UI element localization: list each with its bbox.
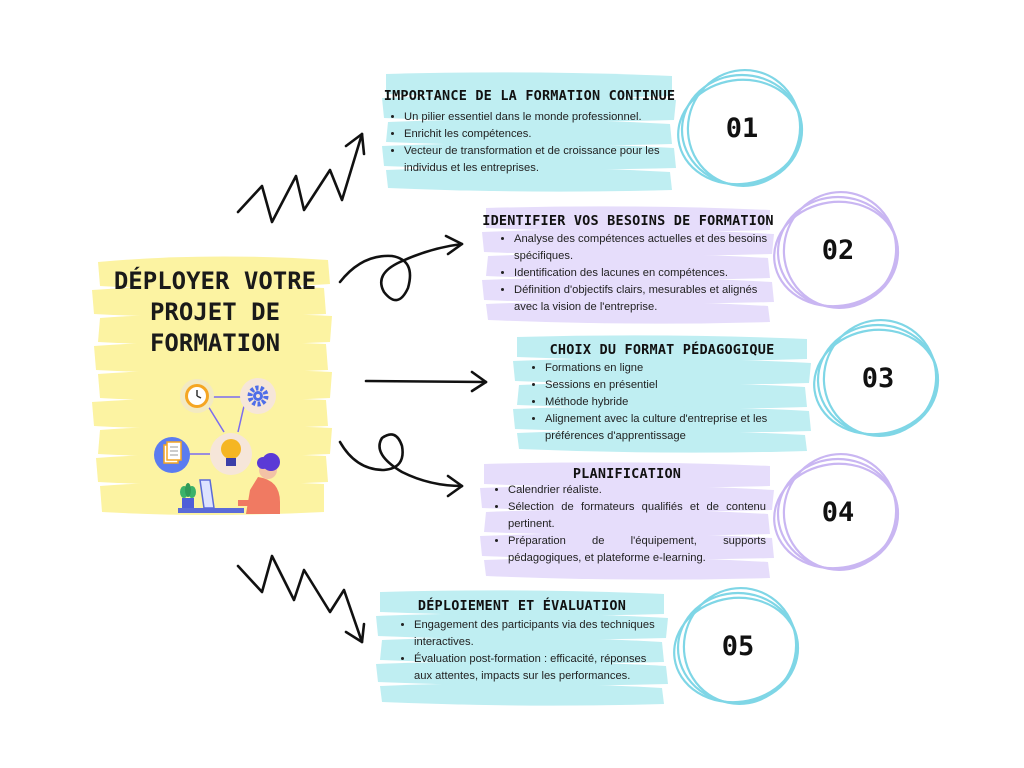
step-number-1: 01: [725, 113, 759, 144]
list-item: Alignement avec la culture d'entreprise …: [545, 411, 807, 445]
step-items: Analyse des compétences actuelles et des…: [496, 231, 776, 316]
step-items: Un pilier essentiel dans le monde profes…: [386, 109, 686, 177]
step-card-5: Déploiement et évaluation Engagement des…: [376, 588, 668, 706]
clock-icon: [180, 379, 214, 413]
arrow-step-2: [338, 242, 464, 302]
ring-05: [673, 586, 800, 706]
lightbulb-icon: [210, 433, 252, 475]
list-item: Formations en ligne: [545, 360, 807, 377]
list-item: Calendrier réaliste.: [508, 482, 766, 499]
ring-03: [813, 318, 940, 438]
list-item: Préparation de l'équipement, supports pé…: [508, 533, 766, 567]
step-number-3: 03: [861, 363, 895, 394]
step-items: Calendrier réaliste. Sélection de format…: [490, 482, 766, 567]
gear-icon: [240, 378, 276, 414]
list-item: Sessions en présentiel: [545, 377, 807, 394]
step-items: Engagement des participants via des tech…: [396, 617, 662, 685]
step-card-2: Identifier vos besoins de formation Anal…: [482, 204, 774, 324]
list-item: Un pilier essentiel dans le monde profes…: [404, 109, 686, 126]
arrow-step-5: [236, 554, 364, 644]
step-card-3: Choix du format pédagogique Formations e…: [513, 333, 811, 453]
list-item: Identification des lacunes en compétence…: [514, 265, 776, 282]
step-title: Planification: [572, 466, 682, 482]
step-title: Importance de la formation continue: [383, 88, 676, 104]
plant-icon: [180, 483, 196, 508]
ring-02: [773, 190, 900, 310]
step-title: Identifier vos besoins de formation: [482, 213, 774, 229]
document-icon: [154, 437, 190, 473]
step-items: Formations en ligne Sessions en présenti…: [527, 360, 807, 445]
arrow-step-1: [236, 132, 364, 224]
person-laptop-icon: [178, 453, 280, 514]
illustration: [154, 378, 280, 514]
ring-04: [773, 452, 900, 572]
step-number-5: 05: [721, 631, 755, 662]
list-item: Définition d'objectifs clairs, mesurable…: [514, 282, 776, 316]
list-item: Enrichit les compétences.: [404, 126, 686, 143]
list-item: Méthode hybride: [545, 394, 807, 411]
step-number-4: 04: [821, 497, 855, 528]
arrow-step-3: [364, 379, 488, 384]
list-item: Vecteur de transformation et de croissan…: [404, 143, 686, 177]
step-title: Déploiement et évaluation: [417, 598, 627, 614]
step-card-1: Importance de la formation continue Un p…: [382, 70, 677, 192]
step-card-4: Planification Calendrier réaliste. Sélec…: [480, 460, 774, 580]
step-number-2: 02: [821, 235, 855, 266]
main-title: Déployer votre projet de formation: [113, 267, 317, 357]
list-item: Engagement des participants via des tech…: [414, 617, 662, 651]
arrow-step-4: [338, 433, 464, 488]
ring-01: [677, 68, 804, 188]
list-item: Analyse des compétences actuelles et des…: [514, 231, 776, 265]
list-item: Évaluation post-formation : efficacité, …: [414, 651, 662, 685]
list-item: Sélection de formateurs qualifiés et de …: [508, 499, 766, 533]
step-title: Choix du format pédagogique: [549, 342, 775, 358]
